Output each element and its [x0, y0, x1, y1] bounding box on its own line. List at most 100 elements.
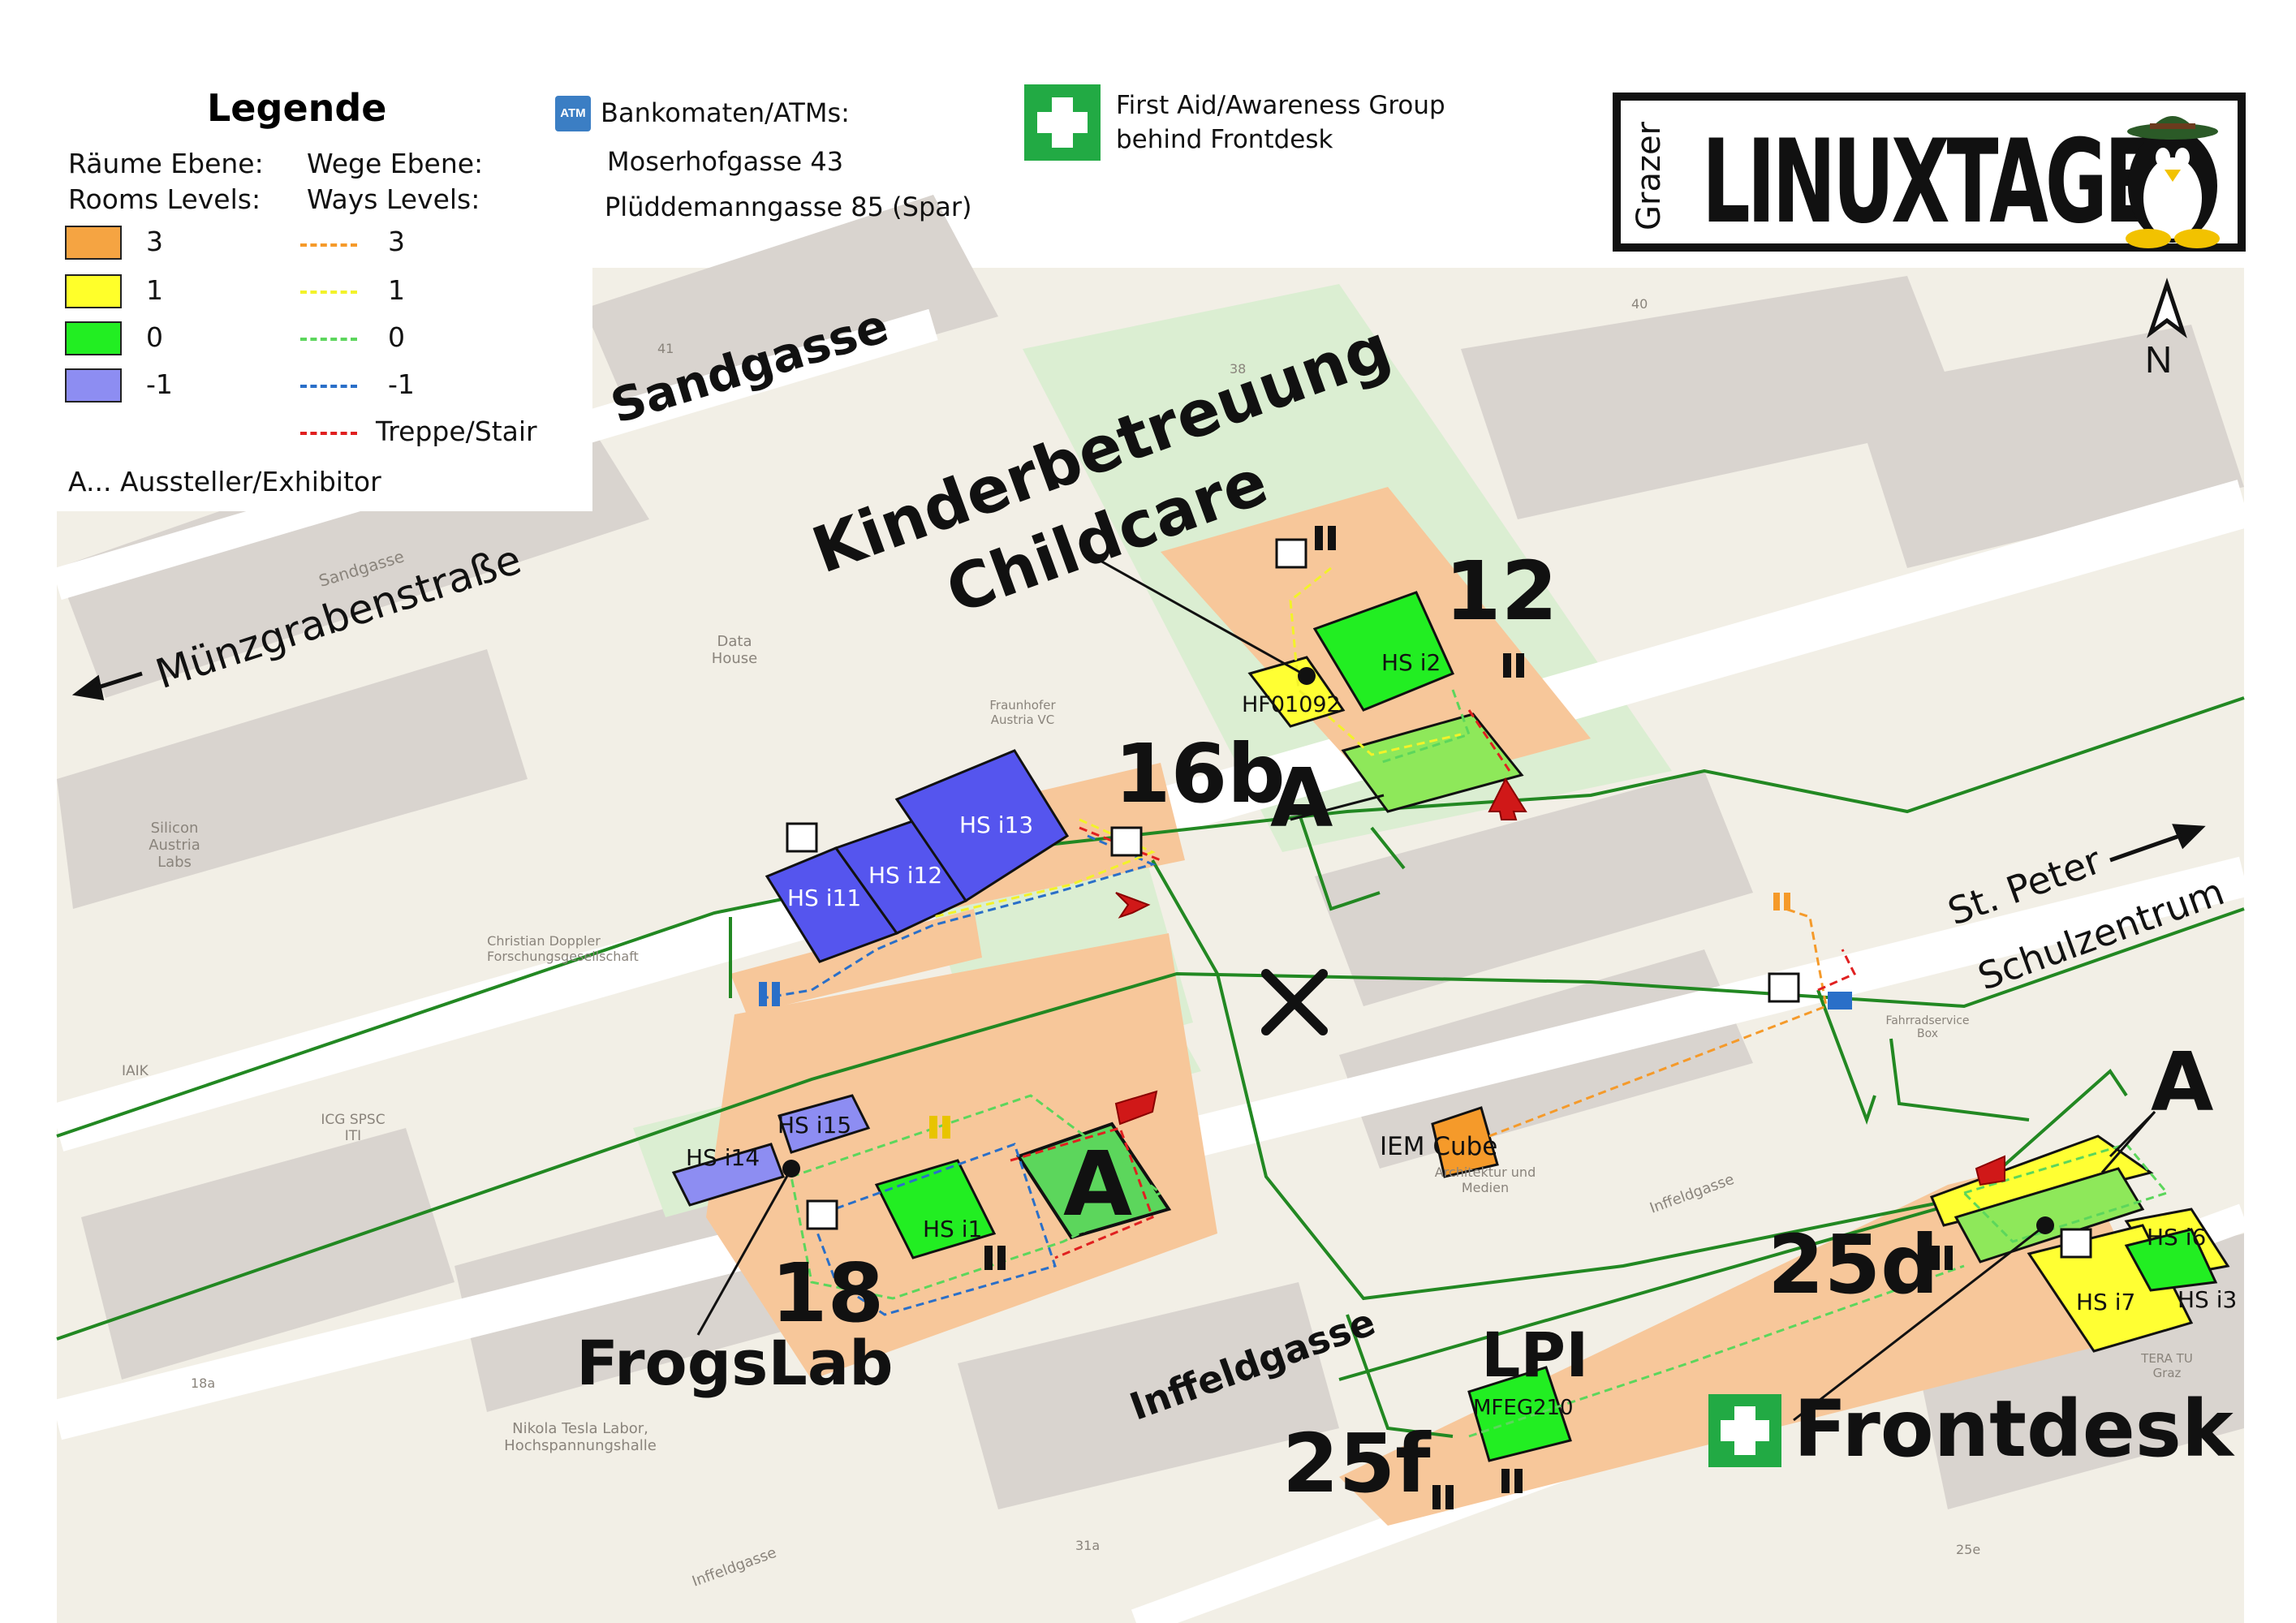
wc-icons-yellow: [929, 1116, 950, 1139]
exhibitor-a-18: A: [1063, 1132, 1133, 1236]
basemap-label: ICG SPSC ITI: [321, 1112, 386, 1144]
atm-location-1: Moserhofgasse 43: [607, 146, 844, 177]
exhibitor-area-18: [1015, 1121, 1172, 1240]
room-label-hs-i3: HS i3: [2178, 1286, 2238, 1313]
exhibitor-area-12: [1341, 712, 1524, 813]
basemap-label: 40: [1631, 296, 1648, 312]
toilet-icon: [1514, 1469, 1523, 1493]
legend-room-swatch-minus1: [65, 368, 122, 403]
entrance-arrows: [1114, 777, 2005, 1186]
building-25d: 25d: [1768, 1217, 1939, 1312]
linuxtage-logo: Grazer LINUXTAGE: [1613, 93, 2246, 252]
room-label-mfeg210: MFEG210: [1473, 1396, 1574, 1420]
toilet-icon: [997, 1246, 1006, 1270]
building-18: 18: [771, 1246, 885, 1341]
toilet-icon: [984, 1246, 993, 1270]
legend-room-label: 1: [146, 274, 163, 306]
basemap-label: 38: [1230, 361, 1247, 377]
logo-title: LINUXTAGE: [1702, 115, 2156, 249]
frogslab-label: FrogsLab: [576, 1327, 894, 1399]
building-16b: 16b: [1114, 726, 1286, 821]
exhibitor-area-25d-yellow: [1929, 1134, 2154, 1227]
legend-room-swatch-3: [65, 226, 122, 260]
first-aid-line-1: First Aid/Awareness Group: [1116, 91, 1445, 120]
room-label-hs-i15: HS i15: [778, 1112, 852, 1139]
entrance-arrow-icon: [1115, 892, 1151, 919]
basemap-label: Silicon Austria Labs: [149, 820, 200, 871]
basemap-label: Nikola Tesla Labor, Hochspannungshalle: [504, 1420, 657, 1454]
toilet-icon: [1315, 526, 1323, 550]
room-label-hs-i14: HS i14: [686, 1144, 760, 1171]
leader-dots: [782, 667, 2054, 1234]
toilet-icon: [1501, 1469, 1510, 1493]
logo-prefix: Grazer: [1630, 121, 1668, 230]
atm-map-icon: [1828, 992, 1852, 1010]
exhibitor-a-25d: A: [2151, 1035, 2214, 1130]
frontdesk-label: Frontdesk: [1794, 1384, 2234, 1474]
basemap-label: Fahrradservice Box: [1885, 1014, 1970, 1040]
frontdesk-dot: [2036, 1216, 2054, 1234]
frogslab-dot: [782, 1160, 800, 1177]
basemap-label: Architektur und Medien: [1434, 1165, 1536, 1195]
walking-paths: [56, 696, 2245, 1438]
internal-ways: [762, 566, 2169, 1438]
room-hs-i13: [894, 749, 1070, 903]
legend-way-label: 3: [388, 226, 405, 257]
toilet-icon: [1932, 1246, 1940, 1270]
basemap-label: 31a: [1075, 1538, 1101, 1553]
room-label-hs-i12: HS i12: [868, 862, 943, 889]
room-hs-i2: [1312, 591, 1455, 712]
wc-icons-blue: [759, 982, 780, 1006]
room-label-hs-i2: HS i2: [1381, 649, 1441, 676]
elevator-icon: [1275, 538, 1307, 569]
legend-way-line-minus1: [300, 385, 357, 388]
room-mfeg210: [1467, 1366, 1572, 1462]
legend-way-label: -1: [388, 368, 415, 400]
room-hs-i3: [2124, 1228, 2218, 1292]
restaurant-icon: [1261, 969, 1328, 1035]
toilet-icon: [1432, 1485, 1441, 1509]
lpi-label: LPI: [1481, 1319, 1589, 1391]
room-label-hs-i7: HS i7: [2076, 1289, 2136, 1315]
legend-room-label: -1: [146, 368, 173, 400]
toilet-icon: [759, 982, 767, 1006]
legend: Legende Räume Ebene: Rooms Levels: Wege …: [57, 73, 592, 511]
room-label-hs-i1: HS i1: [923, 1216, 983, 1242]
room-iem-cube: [1431, 1106, 1499, 1178]
atm-heading: Bankomaten/ATMs:: [601, 97, 850, 128]
toilet-icon: [1945, 1246, 1953, 1270]
toilet-icon: [942, 1116, 950, 1139]
legend-exhibitor-note: A... Aussteller/Exhibitor: [68, 466, 381, 497]
building-12: 12: [1445, 544, 1558, 639]
room-label-hs-i6: HS i6: [2147, 1224, 2207, 1251]
wc-icons-orange: [1773, 893, 1790, 911]
elevator-icon: [1110, 826, 1143, 857]
entrance-arrow-icon: [1488, 777, 1527, 820]
basemap-label: Christian Doppler Forschungsgesellschaft: [487, 933, 639, 964]
street-direction-arrows: [71, 671, 2206, 863]
room-label-hs-i11: HS i11: [787, 885, 862, 911]
basemap-label: Fraunhofer Austria VC: [989, 698, 1056, 727]
building-25f: 25f: [1282, 1416, 1431, 1511]
rooms-heading: Räume Ebene:: [68, 148, 264, 179]
legend-room-swatch-0: [65, 321, 122, 355]
room-label-iem-cube: IEM Cube: [1380, 1132, 1498, 1161]
room-hs-i15: [778, 1094, 871, 1154]
entrance-arrow-icon: [1975, 1155, 2005, 1186]
legend-way-line-stair: [300, 432, 357, 435]
basemap-label: TERA TU Graz: [2141, 1351, 2193, 1380]
legend-way-label: 1: [388, 274, 405, 306]
basemap-label: IAIK: [122, 1063, 149, 1079]
frontdesk-first-aid-icon: [1708, 1394, 1781, 1467]
legend-way-label: Treppe/Stair: [376, 415, 537, 447]
legend-way-line-3: [300, 243, 357, 247]
legend-room-label: 3: [146, 226, 163, 257]
basemap-label: Data House: [711, 633, 758, 667]
atm-location-2: Plüddemanngasse 85 (Spar): [605, 192, 972, 222]
exhibitor-area-25d-green: [1954, 1167, 2145, 1264]
legend-way-line-1: [300, 291, 357, 294]
legend-way-label: 0: [388, 321, 405, 353]
elevator-icon: [1768, 972, 1800, 1003]
basemap-label: 41: [657, 341, 674, 356]
